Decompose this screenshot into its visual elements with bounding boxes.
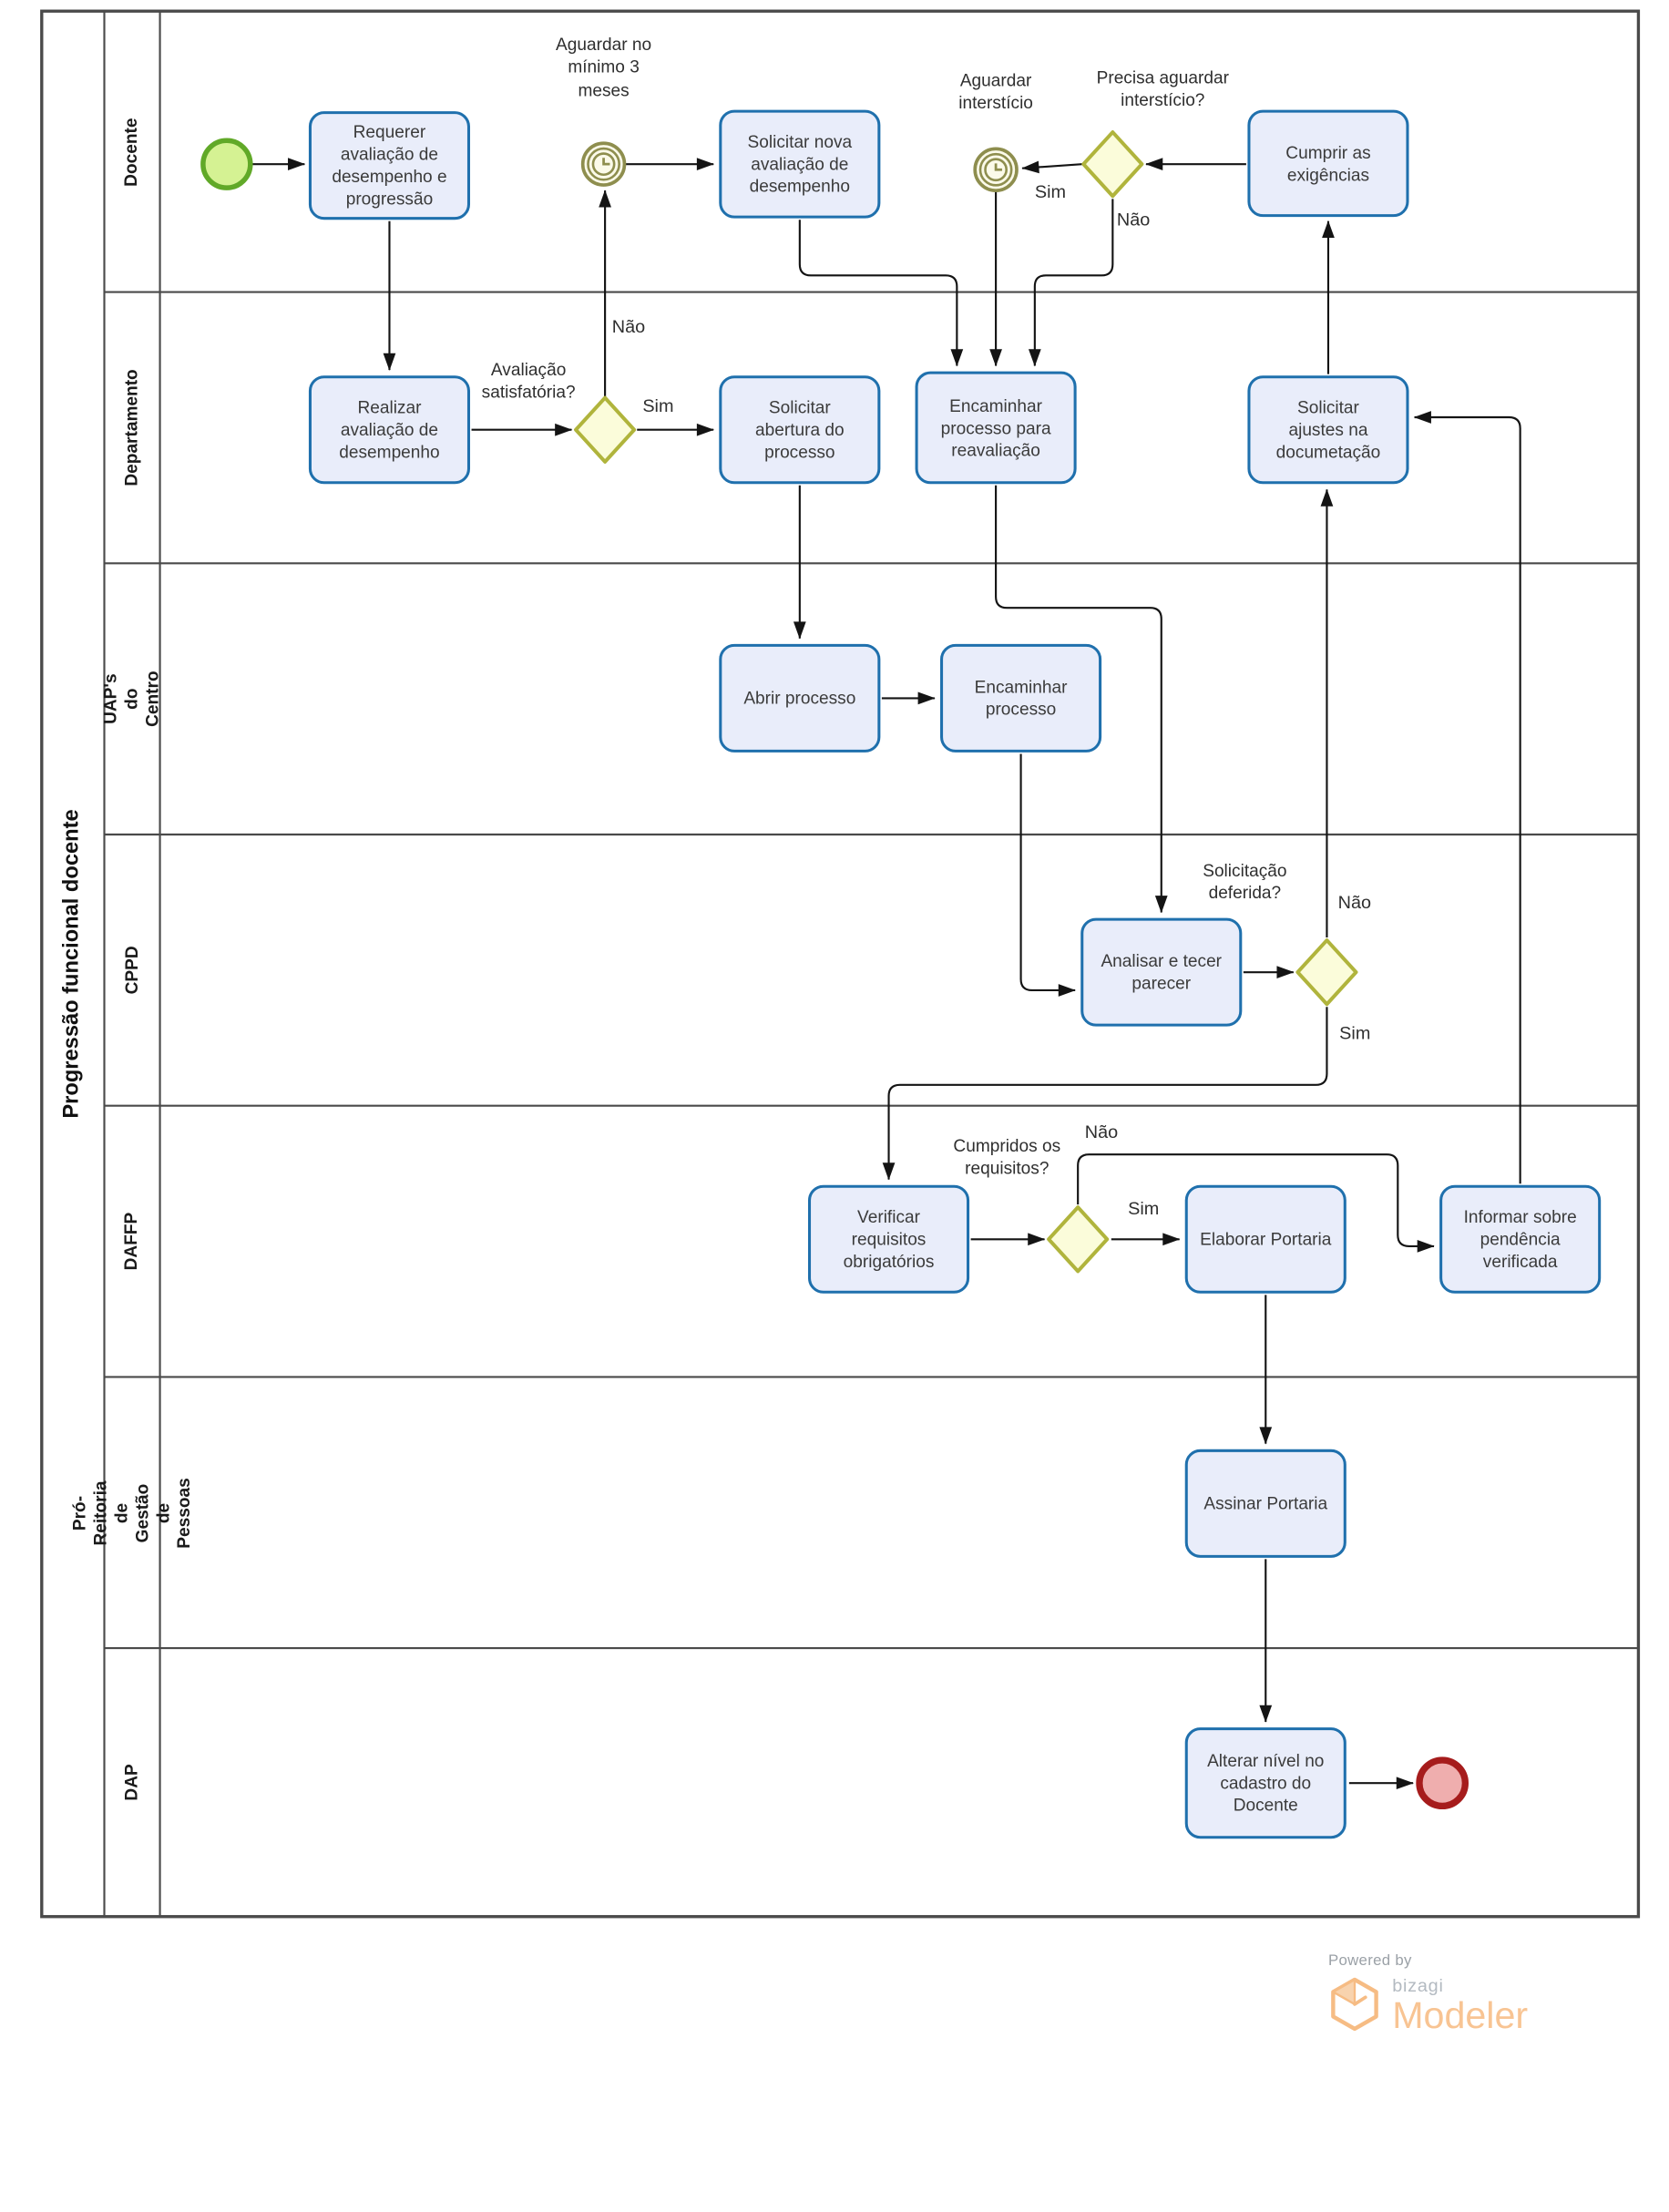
modeler-wordmark: Modeler bbox=[1392, 1994, 1529, 2037]
sequence-flow bbox=[1021, 160, 1082, 174]
task-solicitar-ajustes[interactable]: Solicitar ajustes na documetação bbox=[1247, 375, 1409, 485]
start-event[interactable] bbox=[200, 138, 253, 190]
task-solicitar-abertura[interactable]: Solicitar abertura do processo bbox=[719, 375, 881, 485]
pool-title-cell: Progressão funcional docente bbox=[42, 11, 105, 1917]
flow-label-sim: Sim bbox=[1128, 1197, 1160, 1219]
task-realizar-avaliacao[interactable]: Realizar avaliação de desempenho bbox=[308, 375, 471, 485]
flow-label-nao: Não bbox=[1116, 209, 1151, 230]
gateway-avaliacao-satisfatoria[interactable] bbox=[574, 395, 637, 464]
lane-uaps-do-centro: UAP's do Centro bbox=[101, 563, 162, 835]
flow-label-sim: Sim bbox=[1339, 1022, 1371, 1044]
clock-icon bbox=[994, 163, 1002, 171]
task-analisar-parecer[interactable]: Analisar e tecer parecer bbox=[1080, 917, 1243, 1027]
lane-label: CPPD bbox=[121, 946, 141, 995]
task-assinar-portaria[interactable]: Assinar Portaria bbox=[1184, 1449, 1346, 1558]
timer-label-intersticio: Aguardar interstício bbox=[958, 70, 1033, 114]
lane-dap: DAP bbox=[105, 1648, 160, 1917]
flow-label-nao: Não bbox=[1337, 891, 1372, 913]
pool-border bbox=[40, 9, 1641, 1919]
task-informar-pendencia[interactable]: Informar sobre pendência verificada bbox=[1439, 1184, 1602, 1294]
gateway-cumpridos-requisitos[interactable] bbox=[1047, 1205, 1110, 1274]
lane-cppd: CPPD bbox=[105, 835, 160, 1106]
task-encaminhar-processo[interactable]: Encaminhar processo bbox=[940, 643, 1102, 753]
branding: Powered by bizagi Modeler bbox=[1328, 1952, 1648, 2034]
gateway-label-precisa-aguardar: Precisa aguardar interstício? bbox=[1096, 67, 1229, 110]
task-verificar-requisitos[interactable]: Verificar requisitos obrigatórios bbox=[807, 1184, 970, 1294]
task-requerer-avaliacao[interactable]: Requerer avaliação de desempenho e progr… bbox=[308, 111, 471, 220]
timer-label-3-meses: Aguardar no mínimo 3 meses bbox=[556, 35, 652, 100]
pool-frame bbox=[40, 9, 1641, 1919]
lane-label: Departamento bbox=[121, 369, 141, 486]
task-alterar-nivel[interactable]: Alterar nível no cadastro do Docente bbox=[1184, 1727, 1346, 1839]
gateway-solicitacao-deferida[interactable] bbox=[1295, 938, 1358, 1007]
sequence-flow bbox=[1413, 411, 1521, 1184]
end-event[interactable] bbox=[1416, 1756, 1469, 1810]
flow-label-sim: Sim bbox=[1034, 180, 1067, 202]
gateway-label-solicitacao: Solicitação deferida? bbox=[1203, 861, 1287, 904]
sequence-flow bbox=[1019, 753, 1076, 997]
flow-label-nao: Não bbox=[611, 315, 646, 337]
gateway-label-avaliacao: Avaliação satisfatória? bbox=[481, 360, 576, 403]
task-cumprir-exigencias[interactable]: Cumprir as exigências bbox=[1247, 109, 1409, 218]
lane-docente: Docente bbox=[105, 11, 160, 292]
task-solicitar-nova-avaliacao[interactable]: Solicitar nova avaliação de desempenho bbox=[719, 109, 881, 219]
task-elaborar-portaria[interactable]: Elaborar Portaria bbox=[1184, 1184, 1346, 1294]
lane-pro-reitoria: Pró-Reitoria de Gestão de Pessoas bbox=[69, 1377, 193, 1648]
timer-event-aguardar-3-meses[interactable] bbox=[580, 141, 627, 187]
lane-label: DAFFP bbox=[121, 1212, 141, 1271]
sequence-flow bbox=[1028, 199, 1114, 367]
powered-by-text: Powered by bbox=[1327, 1952, 1412, 1970]
flow-label-sim: Sim bbox=[642, 394, 674, 416]
pool-title: Progressão funcional docente bbox=[60, 809, 85, 1119]
bizagi-wordmark: bizagi bbox=[1392, 1974, 1444, 1996]
lane-daffp: DAFFP bbox=[105, 1106, 160, 1377]
lane-label: UAP's do Centro bbox=[100, 671, 162, 727]
lane-label: Pró-Reitoria de Gestão de Pessoas bbox=[69, 1477, 194, 1548]
gateway-label-cumpridos: Cumpridos os requisitos? bbox=[953, 1136, 1061, 1179]
lane-departamento: Departamento bbox=[105, 292, 160, 564]
task-encaminhar-reavaliacao[interactable]: Encaminhar processo para reavaliação bbox=[915, 371, 1077, 485]
bizagi-logo-icon bbox=[1331, 1977, 1378, 2032]
clock-icon bbox=[602, 158, 610, 166]
timer-event-aguardar-intersticio[interactable] bbox=[973, 147, 1019, 192]
gateway-precisa-aguardar[interactable] bbox=[1081, 130, 1144, 199]
lane-label: Docente bbox=[121, 117, 141, 187]
flow-label-nao: Não bbox=[1084, 1121, 1119, 1142]
sequence-flow bbox=[798, 220, 964, 367]
lane-label: DAP bbox=[121, 1764, 141, 1801]
task-abrir-processo[interactable]: Abrir processo bbox=[719, 643, 881, 753]
